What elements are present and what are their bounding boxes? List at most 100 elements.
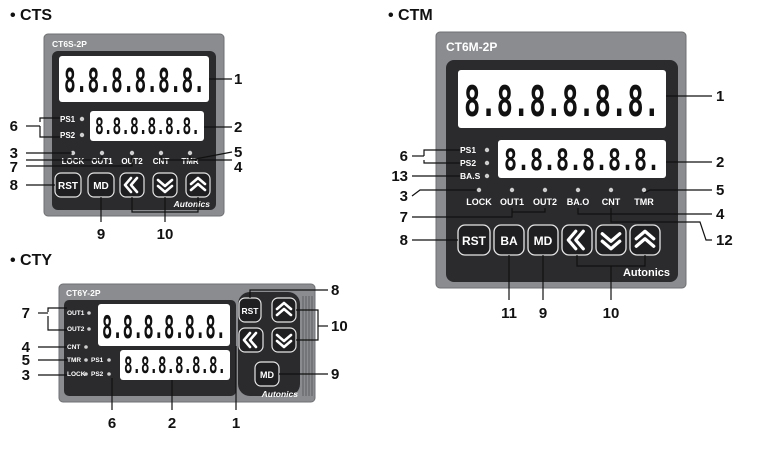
cts-ps1-led	[79, 116, 85, 122]
cty-out2-label: OUT2	[67, 326, 85, 333]
ctm-rst-button[interactable]: RST	[457, 224, 491, 256]
cty-ps1-label: PS1	[91, 357, 104, 364]
cty-callout-9: 9	[331, 366, 339, 383]
cts-ind-lock: LOCK	[62, 157, 85, 166]
ctm-led-out2	[542, 187, 548, 193]
cts-callout-6: 6	[10, 118, 18, 135]
cty-tmr-label: TMR	[67, 357, 81, 364]
cts-md-label: MD	[93, 181, 109, 192]
cts-down-button[interactable]	[152, 172, 178, 198]
ctm-ind-lock: LOCK	[466, 197, 492, 207]
ctm-sub-digits: 8.8.8.8.8.8.	[504, 143, 660, 177]
cty-tmr-led	[84, 358, 88, 362]
cty-callout-1: 1	[232, 415, 240, 432]
ctm-heading: • CTM	[388, 7, 433, 24]
cts-heading: • CTS	[10, 7, 52, 24]
ctm-main-display	[458, 70, 666, 128]
cts-ind-tmr: TMR	[181, 157, 199, 166]
cty-rst-button[interactable]: RST	[238, 297, 262, 323]
cts-rst-button[interactable]: RST	[54, 172, 82, 198]
ctm-callout-4: 4	[716, 206, 725, 223]
ctm-callout-13: 13	[391, 168, 408, 185]
cty-out1-label: OUT1	[67, 310, 85, 317]
ctm-down-button[interactable]	[595, 224, 627, 256]
cty-out2-led	[87, 327, 91, 331]
cts-section: • CTS CT6S-2P 8.8.8.8.8.8. 8.8.8.8.8.8. …	[10, 7, 243, 243]
cty-lock-led	[84, 372, 88, 376]
cty-up-button[interactable]	[271, 297, 297, 323]
ctm-md-button[interactable]: MD	[527, 224, 559, 256]
cty-main-digits: 8.8.8.8.8.8.	[102, 310, 226, 346]
cty-cnt-led	[84, 345, 88, 349]
ctm-model: CT6M-2P	[446, 40, 497, 54]
cty-ps2-label: PS2	[91, 371, 104, 378]
cty-cnt-label: CNT	[67, 344, 80, 351]
cty-md-button[interactable]: MD	[254, 361, 280, 387]
ctm-leader-lines	[411, 95, 712, 300]
cty-model: CT6Y-2P	[66, 288, 101, 298]
cty-down-button[interactable]	[271, 327, 297, 353]
cty-out1-led	[87, 311, 91, 315]
ctm-callout-6: 6	[400, 148, 408, 165]
ctm-brand: Autonics	[623, 267, 670, 279]
ctm-ind-out1: OUT1	[500, 197, 524, 207]
ctm-callout-9: 9	[539, 305, 547, 322]
cts-up-button[interactable]	[185, 172, 211, 198]
cts-callout-3: 3	[10, 145, 18, 162]
ctm-ba-button[interactable]: BA	[493, 224, 525, 256]
ctm-led-tmr	[641, 187, 647, 193]
cts-left-button[interactable]	[119, 172, 145, 198]
cty-ps1-led	[107, 358, 111, 362]
cts-brand: Autonics	[173, 199, 211, 209]
ctm-sub-display	[498, 140, 666, 178]
cty-ps2-led	[107, 372, 111, 376]
ctm-main-digits: 8.8.8.8.8.8.	[464, 77, 660, 126]
ctm-ps1-led	[484, 147, 490, 153]
ctm-callout-10: 10	[603, 305, 620, 322]
cts-callout-10: 10	[157, 226, 174, 243]
ctm-callout-5: 5	[716, 182, 724, 199]
cty-left-button[interactable]	[238, 327, 264, 353]
cts-ps2-label: PS2	[60, 131, 76, 140]
cts-ind-cnt: CNT	[153, 157, 170, 166]
ctm-callout-2: 2	[716, 154, 724, 171]
cty-callout-6: 6	[108, 415, 116, 432]
cts-md-button[interactable]: MD	[87, 172, 115, 198]
cts-rst-label: RST	[58, 181, 78, 192]
cty-leader-lines	[38, 289, 328, 410]
cts-callout-8: 8	[10, 177, 18, 194]
ctm-ind-tmr: TMR	[634, 197, 654, 207]
ctm-bas-led	[484, 173, 490, 179]
cty-callout-7: 7	[22, 305, 30, 322]
cts-ps1-label: PS1	[60, 115, 76, 124]
ctm-ps1-label: PS1	[460, 145, 476, 155]
cts-sub-digits: 8.8.8.8.8.8.	[95, 115, 200, 140]
ctm-up-button[interactable]	[629, 224, 661, 256]
ctm-ind-bao: BA.O	[567, 197, 590, 207]
cts-sub-display	[90, 111, 204, 141]
ctm-ps2-led	[484, 160, 490, 166]
cts-main-display	[59, 56, 209, 102]
cts-led-cnt	[158, 150, 164, 156]
cty-callout-3: 3	[22, 367, 30, 384]
ctm-callout-1: 1	[716, 88, 724, 105]
ctm-left-button[interactable]	[561, 224, 593, 256]
ctm-led-bao	[575, 187, 581, 193]
cty-md-label: MD	[260, 370, 274, 380]
cts-led-tmr	[187, 150, 193, 156]
ctm-led-lock	[476, 187, 482, 193]
cts-callout-5: 5	[234, 144, 242, 161]
ctm-ind-cnt: CNT	[602, 197, 621, 207]
ctm-rst-label: RST	[462, 234, 487, 248]
cts-led-out2	[129, 150, 135, 156]
cts-led-lock	[70, 150, 76, 156]
ctm-ind-out2: OUT2	[533, 197, 557, 207]
ctm-section: • CTM CT6M-2P 8.8.8.8.8.8. 8.8.8.8.8.8. …	[388, 7, 733, 322]
cts-callout-4: 4	[234, 159, 243, 176]
cty-heading: • CTY	[10, 252, 52, 269]
ctm-bas-label: BA.S	[460, 171, 481, 181]
cty-callout-2: 2	[168, 415, 176, 432]
cty-callout-10: 10	[331, 318, 348, 335]
cts-leader-lines	[26, 78, 233, 222]
cts-ps2-led	[79, 132, 85, 138]
